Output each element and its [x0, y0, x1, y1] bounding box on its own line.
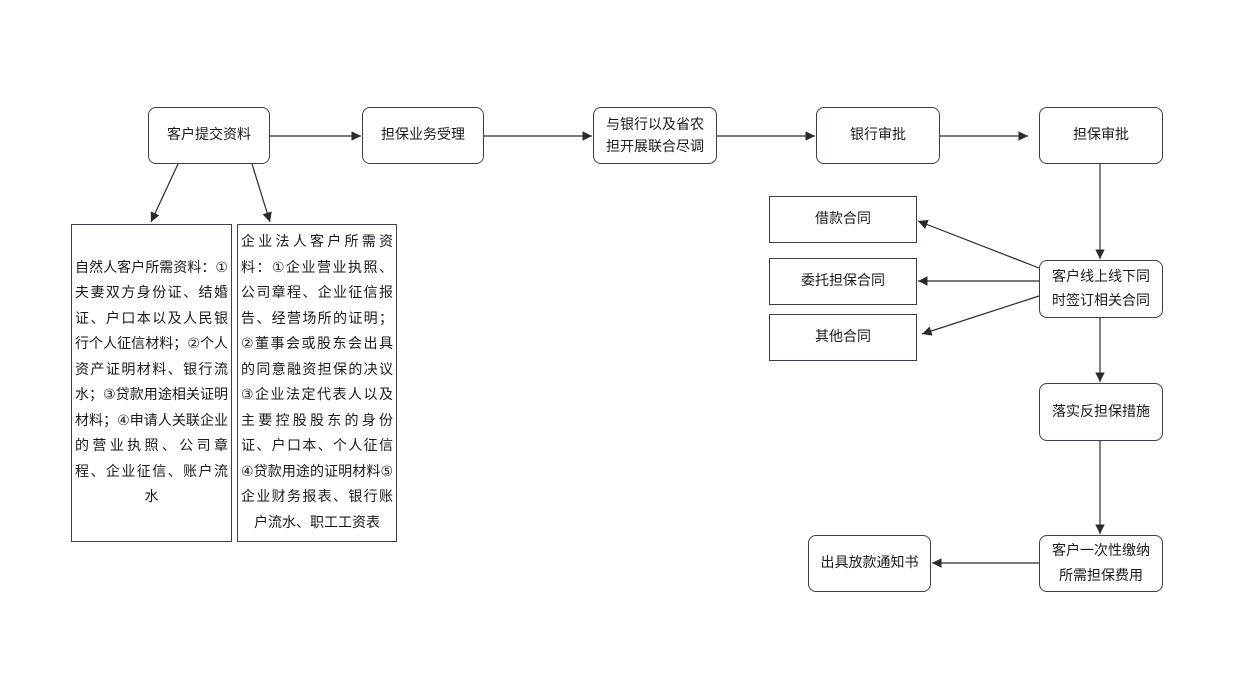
node-accept-label: 担保业务受理 [381, 127, 465, 143]
contract-other-label: 其他合同 [815, 329, 871, 345]
arrow-submit-to-enterprise [251, 163, 272, 223]
contract-other: 其他合同 [769, 314, 917, 361]
natural-person-materials-box: 自然人客户所需资料：①夫妻双方身份证、结婚证、户口本以及人民银行个人征信材料；②… [71, 224, 232, 542]
node-joint-label-line2: 担开展联合尽调 [606, 138, 704, 155]
node-guarantee-review: 担保审批 [1039, 107, 1163, 164]
node-sign-contracts: 客户线上线下同 时签订相关合同 [1039, 260, 1163, 318]
contract-loan-label: 借款合同 [815, 211, 871, 227]
arrow-submit-to-natural [150, 163, 179, 223]
node-loan-notice-label: 出具放款通知书 [820, 555, 919, 571]
node-bank-review-label: 银行审批 [850, 127, 906, 143]
natural-person-materials-text: 自然人客户所需资料：①夫妻双方身份证、结婚证、户口本以及人民银行个人征信材料；②… [75, 259, 228, 506]
node-sign-label-line1: 客户线上线下同 [1052, 269, 1150, 285]
node-bank-review: 银行审批 [816, 107, 940, 164]
node-joint-due-diligence: 与银行以及省农 担开展联合尽调 [593, 107, 717, 164]
arrow-sign-to-other-contract [921, 295, 1040, 336]
enterprise-materials-box: 企业法人客户所需资料：①企业营业执照、公司章程、企业征信报告、经营场所的证明；②… [237, 224, 397, 542]
node-business-accept: 担保业务受理 [362, 107, 484, 164]
node-submit-materials: 客户提交资料 [148, 107, 270, 164]
node-guarantee-review-label: 担保审批 [1073, 127, 1129, 143]
node-loan-notice: 出具放款通知书 [808, 535, 931, 592]
node-pay-label-line1: 客户一次性缴纳 [1052, 542, 1150, 559]
contract-entrust-label: 委托担保合同 [801, 273, 885, 289]
contract-entrust-guarantee: 委托担保合同 [769, 258, 917, 305]
enterprise-materials-text: 企业法人客户所需资料：①企业营业执照、公司章程、企业征信报告、经营场所的证明；②… [241, 234, 393, 531]
node-pay-label-line2: 所需担保费用 [1059, 567, 1143, 584]
arrow-sign-to-loan-contract [917, 220, 1040, 269]
node-joint-label-line1: 与银行以及省农 [606, 116, 704, 133]
contract-loan: 借款合同 [769, 196, 917, 243]
node-sign-label-line2: 时签订相关合同 [1052, 293, 1150, 309]
node-pay-fee: 客户一次性缴纳 所需担保费用 [1039, 535, 1163, 592]
node-submit-label: 客户提交资料 [167, 127, 251, 143]
node-counter-guarantee: 落实反担保措施 [1039, 383, 1163, 441]
node-counter-guarantee-label: 落实反担保措施 [1052, 403, 1150, 420]
